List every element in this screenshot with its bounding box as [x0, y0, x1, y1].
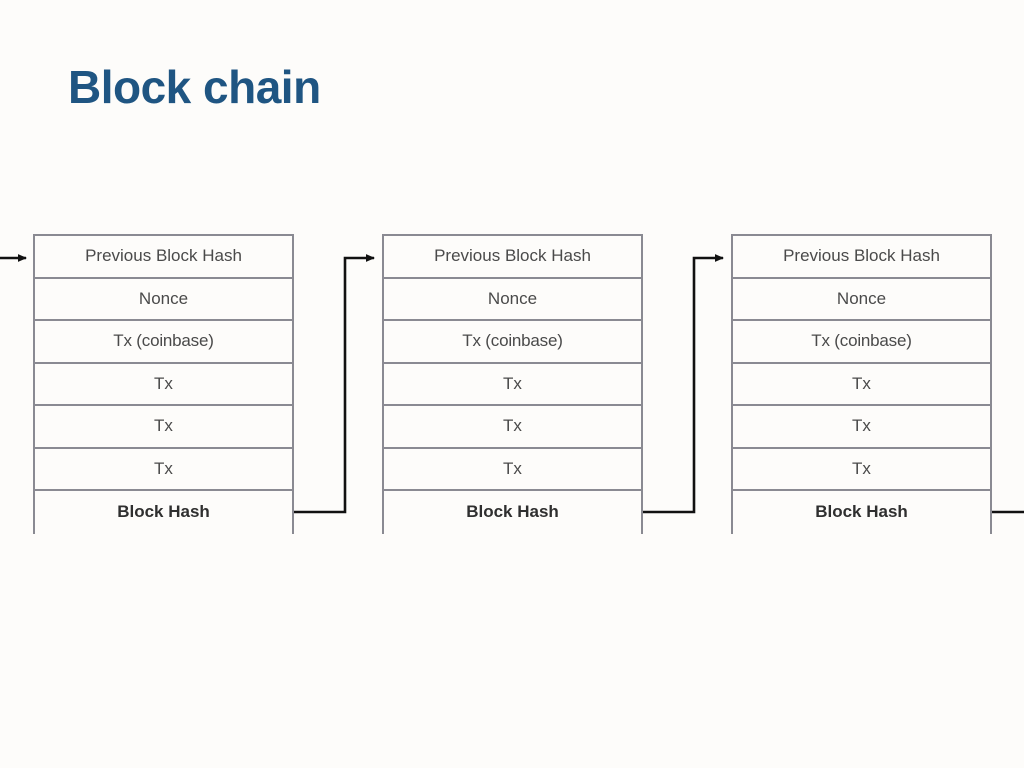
block-1-row-nonce: Nonce [35, 278, 292, 321]
block-2-row-previous-block-hash: Previous Block Hash [384, 236, 641, 279]
block-2-row-tx-coinbase: Tx (coinbase) [384, 321, 641, 364]
block-3-row-block-hash: Block Hash [733, 491, 990, 534]
block-2-row-block-hash: Block Hash [384, 491, 641, 534]
block-2-row-tx-2: Tx [384, 406, 641, 449]
block-3-row-previous-block-hash: Previous Block Hash [733, 236, 990, 279]
block-1-row-block-hash: Block Hash [35, 491, 292, 534]
block-3-row-tx-2: Tx [733, 406, 990, 449]
block-2-row-tx-1: Tx [384, 363, 641, 406]
block-1-row-previous-block-hash: Previous Block Hash [35, 236, 292, 279]
block-1-row-tx-coinbase: Tx (coinbase) [35, 321, 292, 364]
block-3-row-nonce: Nonce [733, 278, 990, 321]
block-1-row-tx-3: Tx [35, 448, 292, 491]
block-3-row-tx-1: Tx [733, 363, 990, 406]
block-1-row-tx-1: Tx [35, 363, 292, 406]
block-3[interactable]: Previous Block Hash Nonce Tx (coinbase) … [731, 234, 992, 534]
block-2[interactable]: Previous Block Hash Nonce Tx (coinbase) … [382, 234, 643, 534]
block-3-row-tx-3: Tx [733, 448, 990, 491]
block-2-row-tx-3: Tx [384, 448, 641, 491]
block-1-row-tx-2: Tx [35, 406, 292, 449]
block-2-row-nonce: Nonce [384, 278, 641, 321]
link-block2-to-block3-arrow-icon [643, 254, 724, 514]
block-1[interactable]: Previous Block Hash Nonce Tx (coinbase) … [33, 234, 294, 534]
block-3-row-tx-coinbase: Tx (coinbase) [733, 321, 990, 364]
link-block1-to-block2-arrow-icon [294, 254, 375, 514]
page-title: Block chain [68, 61, 321, 113]
